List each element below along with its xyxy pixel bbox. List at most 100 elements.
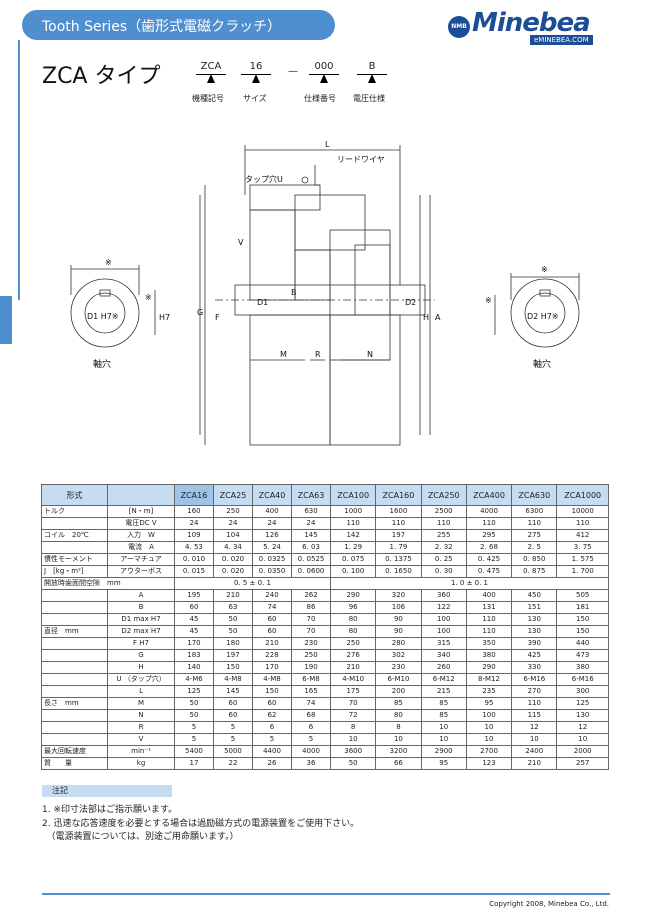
dim-b: B [291,288,297,297]
table-cell: 180 [212,637,253,650]
dim-a: A [435,313,441,322]
table-cell: 350 [465,637,513,650]
table-cell: ZCA250 [420,484,467,506]
table-cell: 50 [173,709,214,722]
table-cell: 4400 [251,745,293,758]
table-cell: 1. 79 [375,541,422,554]
dim-d2: D2 [405,298,416,307]
code-separator: — [288,66,298,77]
table-cell: 270 [511,685,558,698]
table-cell: 290 [465,661,513,674]
dim-n: N [367,350,373,359]
table-cell: 125 [173,685,214,698]
table-cell: 0. 1375 [375,553,422,566]
mark-left-top: ※ [105,258,112,267]
table-cell: ZCA40 [251,484,293,506]
table-cell: 66 [375,757,422,770]
table-cell: 151 [511,601,558,614]
table-cell: 最大回転速度 [40,745,109,758]
table-cell [40,733,109,746]
table-cell: 3600 [330,745,377,758]
table-cell: 330 [511,661,558,674]
table-cell: 0. 100 [330,565,377,578]
table-cell: 0. 0325 [251,553,293,566]
table-cell: 110 [465,625,513,638]
code-voltage: B [357,61,387,75]
table-cell: 275 [511,529,558,542]
table-cell: 90 [375,613,422,626]
table-cell: 100 [465,709,513,722]
table-cell: 4000 [290,745,332,758]
table-cell: 45 [173,625,214,638]
table-cell: 4000 [465,505,513,518]
table-cell: 6 [290,721,332,734]
table-cell: 175 [330,685,377,698]
table-cell [40,601,109,614]
table-cell: 6-M8 [290,673,332,686]
table-cell: 126 [251,529,293,542]
table-cell: 4. 53 [173,541,214,554]
table-cell: 6-M16 [556,673,609,686]
table-cell: 250 [212,505,253,518]
table-cell: 197 [375,529,422,542]
table-cell: 0. 020 [212,565,253,578]
table-cell: ZCA400 [465,484,513,506]
table-cell: 260 [420,661,467,674]
table-cell: 80 [330,613,377,626]
table-cell: 130 [556,709,609,722]
table-cell: A [107,589,175,602]
table-cell: 4-M8 [251,673,293,686]
table-cell: 68 [290,709,332,722]
table-cell: 131 [465,601,513,614]
table-cell: 400 [251,505,293,518]
table-cell: F H7 [107,637,175,650]
table-cell: 0. 0600 [290,565,332,578]
table-cell: ZCA1000 [556,484,609,506]
table-cell: 10 [330,733,377,746]
table-cell: 122 [420,601,467,614]
table-cell: H [107,661,175,674]
table-cell: 2900 [420,745,467,758]
table-cell: 5 [173,733,214,746]
table-cell [40,613,109,626]
table-cell: 215 [420,685,467,698]
table-cell: 360 [420,589,467,602]
table-cell: 2. 32 [420,541,467,554]
table-cell: 60 [212,697,253,710]
table-cell: 181 [556,601,609,614]
table-cell: トルク [40,505,109,518]
table-cell: 170 [173,637,214,650]
model-title: ZCA タイプ [42,64,161,89]
brand-logo: NMB Minebea eMINEBEA.COM [448,8,608,46]
table-cell: 8 [375,721,422,734]
table-cell: ZCA25 [212,484,253,506]
table-cell: 262 [290,589,332,602]
dim-m: M [280,350,287,359]
table-cell: ZCA160 [375,484,422,506]
dim-l: L [325,140,330,149]
table-cell: 90 [375,625,422,638]
table-cell: 250 [290,649,332,662]
table-cell: 255 [420,529,467,542]
table-cell: 電圧DC V [107,517,175,530]
brand-name: Minebea [472,8,591,38]
table-cell: 150 [556,625,609,638]
table-cell: 5 [290,733,332,746]
mark-right-side: ※ [485,296,492,305]
table-cell: 195 [173,589,214,602]
table-cell: 10 [465,733,513,746]
table-cell: 240 [251,589,293,602]
table-cell: 160 [173,505,214,518]
note-2: 2. 迅速な応答速度を必要とする場合は過励磁方式の電源装置をご使用下さい。 [42,819,360,829]
table-cell: 257 [556,757,609,770]
table-cell: 230 [375,661,422,674]
table-cell [40,673,109,686]
table-cell: 3200 [375,745,422,758]
table-cell: 6. 03 [290,541,332,554]
table-cell: 0. 425 [465,553,513,566]
table-cell: N [107,709,175,722]
